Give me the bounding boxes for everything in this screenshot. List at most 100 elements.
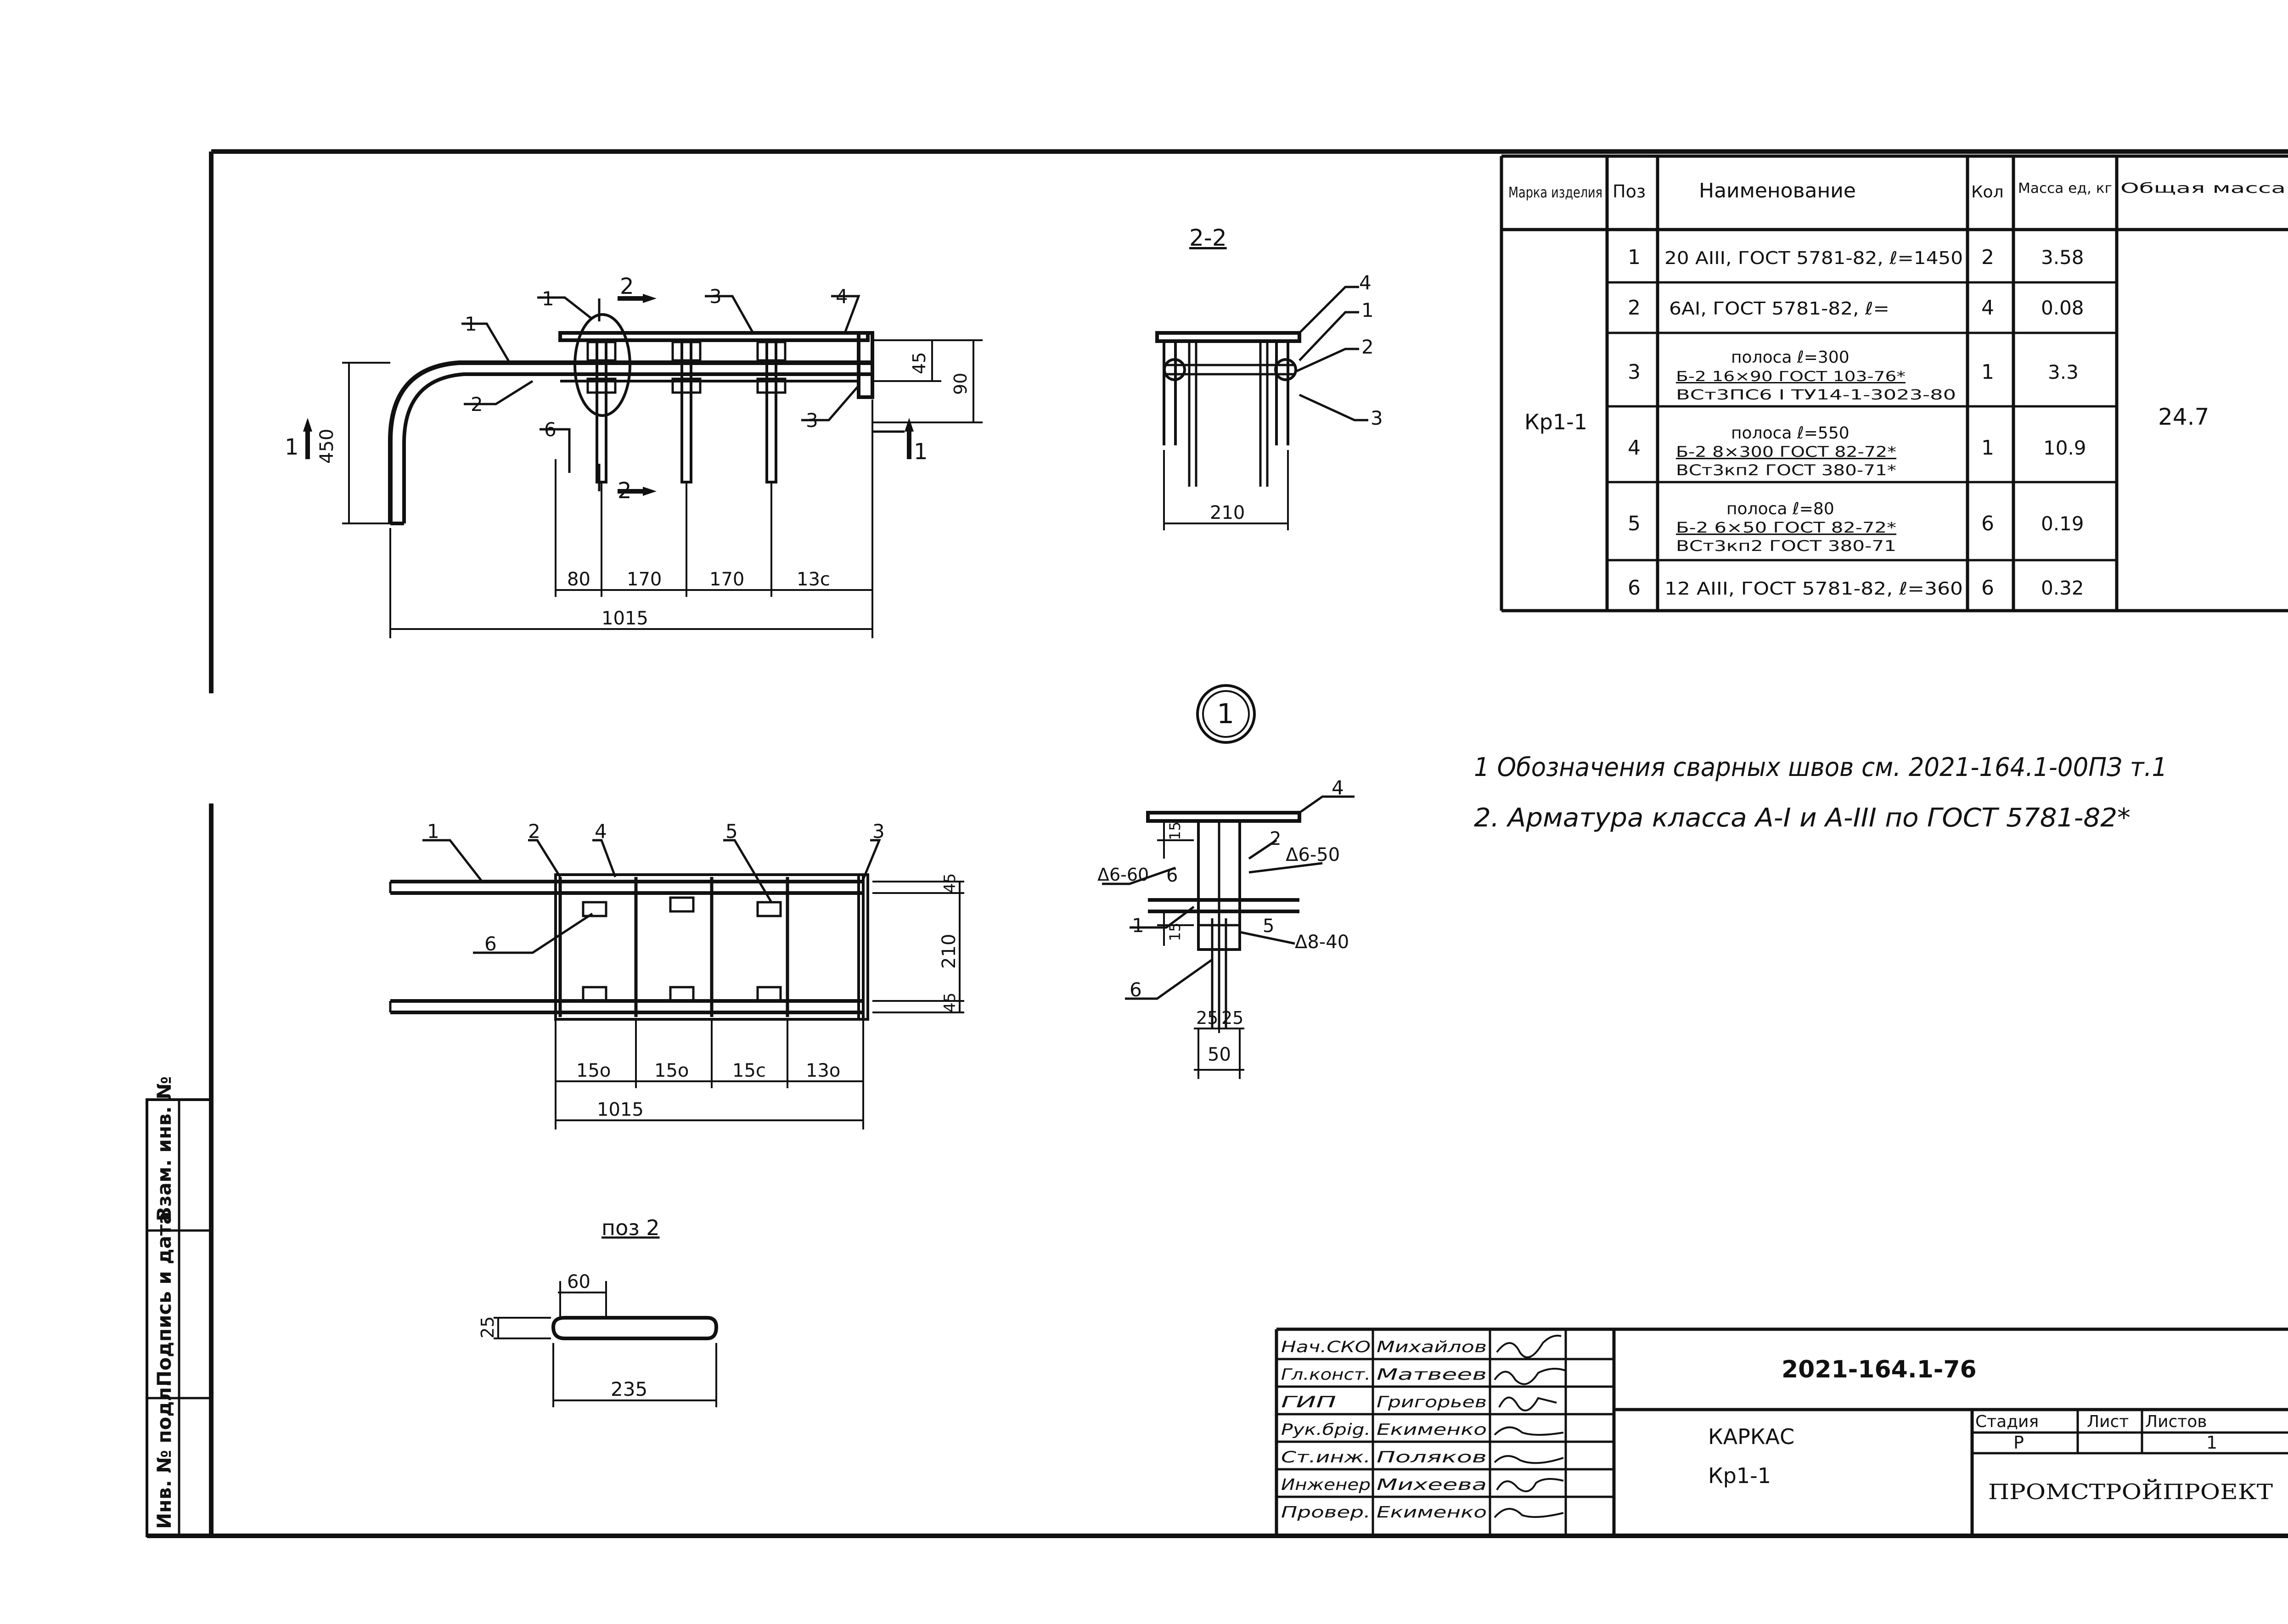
elev-dim-1015: 1015 bbox=[602, 608, 648, 629]
elev-dim-130: 13c bbox=[797, 569, 830, 590]
elev-dim-80: 80 bbox=[567, 569, 590, 590]
staff-role-4: Рук.брig. bbox=[1281, 1421, 1371, 1439]
spec-header-pos: Поз bbox=[1613, 181, 1646, 202]
spec-row1-mass: 3.58 bbox=[2041, 246, 2084, 269]
plan-callout-2: 2 bbox=[528, 820, 540, 843]
view-label-text: 1 bbox=[1217, 698, 1234, 730]
spec-row2-name: 6АI, ГОСТ 5781-82, ℓ= bbox=[1669, 298, 1889, 319]
spec-row4-name-c: ВСт3кп2 ГОСТ 380-71* bbox=[1676, 461, 1896, 479]
spec-row1-qty: 2 bbox=[1981, 246, 1994, 269]
node-callout-5: 5 bbox=[1263, 916, 1274, 937]
signature-6 bbox=[1496, 1478, 1564, 1492]
sheets-value: 1 bbox=[2206, 1433, 2217, 1453]
spec-row3-pos: 3 bbox=[1628, 360, 1641, 384]
node-callout-2: 2 bbox=[1270, 828, 1281, 849]
spec-row4-name-a: полоса ℓ=550 bbox=[1731, 424, 1850, 443]
spec-row3-name-a: полоса ℓ=300 bbox=[1731, 348, 1850, 367]
node-callout-1: 1 bbox=[1132, 914, 1144, 937]
node-1-detail: 4 2 Δ6-50 Δ6-60 6 1 5 Δ8-40 6 15 15 25 2… bbox=[1097, 776, 1355, 1079]
plan-dim-45a: 45 bbox=[941, 873, 959, 893]
note-2: 2. Арматура класса А-I и А-III по ГОСТ 5… bbox=[1474, 803, 2131, 833]
spec-row4-pos: 4 bbox=[1628, 436, 1641, 460]
spec-header-mass: Масса ед, кг bbox=[2018, 180, 2112, 197]
staff-role-3: ГИП bbox=[1281, 1393, 1336, 1411]
plan-dim-150c: 15c bbox=[732, 1060, 766, 1081]
spec-row6-pos: 6 bbox=[1628, 576, 1641, 600]
staff-role-7: Провер. bbox=[1281, 1503, 1371, 1522]
plan-callout-6: 6 bbox=[484, 933, 497, 955]
elev-dim-90: 90 bbox=[950, 373, 971, 395]
elev-callout-4: 4 bbox=[836, 285, 848, 308]
node-dim-25a: 25 bbox=[1196, 1008, 1218, 1028]
staff-name-7: Екименко bbox=[1377, 1503, 1487, 1522]
spec-row4-name-b: Б-2 8×300 ГОСТ 82-72* bbox=[1676, 443, 1896, 461]
spec-mark: Кр1-1 bbox=[1524, 410, 1587, 434]
elev-cut-2-top: 2 bbox=[620, 274, 634, 299]
pos2-detail: поз 2 60 25 235 bbox=[478, 1215, 719, 1407]
plan-dim-1015: 1015 bbox=[597, 1099, 644, 1120]
node-dim-15b: 15 bbox=[1166, 922, 1184, 941]
notes: 1 Обозначения сварных швов см. 2021-164.… bbox=[1474, 753, 2167, 833]
elev-dim-170a: 170 bbox=[627, 569, 662, 590]
plan-dim-45b: 45 bbox=[941, 993, 959, 1012]
spec-row5-mass: 0.19 bbox=[2041, 512, 2084, 535]
elev-callout-2: 2 bbox=[471, 393, 483, 416]
staff-role-6: Инженер bbox=[1281, 1476, 1371, 1494]
spec-header-total: Общая масса bbox=[2120, 180, 2286, 197]
signature-5 bbox=[1494, 1455, 1564, 1464]
section-2-2-title: 2-2 bbox=[1189, 225, 1227, 251]
plan-view: 1 2 4 5 3 6 45 210 45 15o 15o 15c 13o 10… bbox=[389, 820, 964, 1129]
spec-row6-mass: 0.32 bbox=[2041, 577, 2084, 599]
side-stamp: Инв. № подл. Подпись и дата Взам. инв. № bbox=[146, 1076, 213, 1537]
sheet-header: Лист bbox=[2087, 1412, 2129, 1431]
plan-dim-150b: 15o bbox=[654, 1060, 689, 1081]
node-callout-4: 4 bbox=[1332, 776, 1344, 799]
staff-role-1: Нач.СКО bbox=[1281, 1338, 1371, 1356]
title-block: 2021-164.1-76 КАРКАС Кр1-1 Стадия Лист Л… bbox=[1275, 1327, 2288, 1536]
spec-row5-name-b: Б-2 6×50 ГОСТ 82-72* bbox=[1676, 519, 1896, 536]
spec-total-mass: 24.7 bbox=[2158, 404, 2209, 430]
sec22-callout-2: 2 bbox=[1361, 336, 1374, 358]
stage-value: Р bbox=[2013, 1433, 2024, 1453]
view-label-1: 1 bbox=[1196, 684, 1256, 744]
spec-row1-pos: 1 bbox=[1628, 246, 1641, 269]
pos2-dim-235: 235 bbox=[611, 1378, 647, 1400]
plan-dim-150a: 15o bbox=[576, 1060, 611, 1081]
note-1: 1 Обозначения сварных швов см. 2021-164.… bbox=[1474, 753, 2167, 782]
elev-callout-3: 3 bbox=[709, 285, 722, 308]
sec22-callout-1: 1 bbox=[1361, 299, 1374, 321]
plan-callout-5: 5 bbox=[725, 820, 738, 843]
spec-row4-mass: 10.9 bbox=[2043, 437, 2086, 459]
section-2-2: 2-2 4 1 2 3 210 bbox=[1155, 225, 1383, 530]
spec-row2-pos: 2 bbox=[1628, 296, 1641, 320]
spec-row5-pos: 5 bbox=[1628, 512, 1641, 535]
node-callout-6b: 6 bbox=[1130, 978, 1142, 1001]
spec-header-name: Наименование bbox=[1699, 179, 1856, 202]
staff-name-6: Михеева bbox=[1377, 1476, 1487, 1494]
elev-callout-1-top: 1 bbox=[542, 287, 554, 310]
doc-number: 2021-164.1-76 bbox=[1782, 1356, 1977, 1383]
spec-row2-mass: 0.08 bbox=[2041, 297, 2084, 319]
spec-row6-qty: 6 bbox=[1981, 576, 1994, 600]
plan-callout-4: 4 bbox=[595, 820, 607, 843]
signature-1 bbox=[1496, 1335, 1562, 1359]
sheets-header: Листов bbox=[2145, 1412, 2207, 1431]
node-callout-6a: 6 bbox=[1166, 865, 1178, 886]
elevation-view: 1 2 1 3 4 3 6 2 2 1 1 450 45 90 80 170 1… bbox=[285, 274, 983, 638]
sec22-callout-4: 4 bbox=[1359, 271, 1372, 294]
spec-header-qty: Кол bbox=[1971, 183, 2004, 202]
plan-dim-130: 13o bbox=[806, 1060, 840, 1081]
spec-row1-name: 20 АIII, ГОСТ 5781-82, ℓ=1450 bbox=[1664, 248, 1963, 268]
spec-row6-name: 12 АIII, ГОСТ 5781-82, ℓ=360 bbox=[1664, 579, 1963, 599]
side-stamp-inv: Инв. № подл. bbox=[153, 1380, 175, 1529]
org-name: ПРОМСТРОЙПРОЕКТ bbox=[1988, 1478, 2273, 1504]
signature-7 bbox=[1494, 1508, 1564, 1518]
node-dim-25b: 25 bbox=[1221, 1008, 1243, 1028]
signature-3 bbox=[1498, 1396, 1557, 1411]
plan-dim-210: 210 bbox=[939, 934, 960, 969]
staff-name-3: Григорьев bbox=[1377, 1393, 1487, 1411]
elev-dim-45: 45 bbox=[909, 352, 929, 374]
spec-row3-mass: 3.3 bbox=[2048, 361, 2079, 383]
spec-row3-name-b: Б-2 16×90 ГОСТ 103-76* bbox=[1676, 369, 1906, 385]
